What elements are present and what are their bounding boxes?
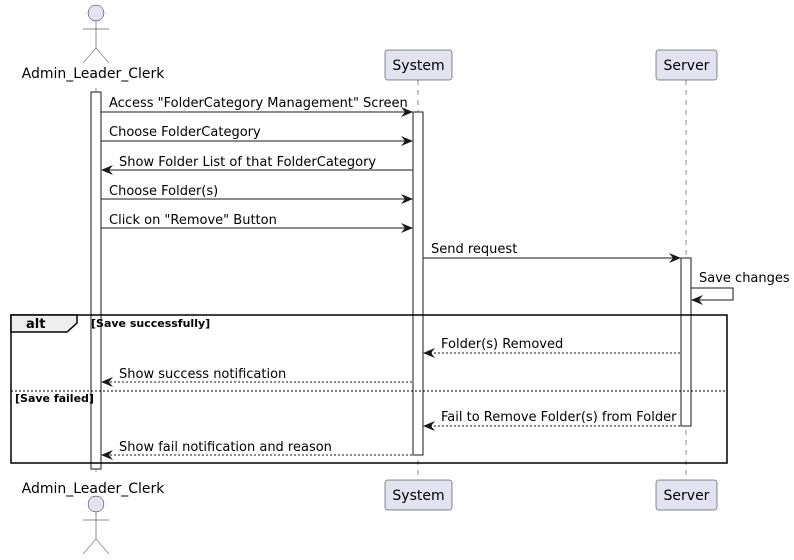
message-label: Send request bbox=[431, 242, 517, 257]
server-top: Server bbox=[655, 49, 718, 81]
actor-bottom-label: Admin_Leader_Clerk bbox=[22, 481, 166, 497]
alt-keyword: alt bbox=[26, 317, 45, 332]
message-folders-removed: Folder(s) Removed bbox=[423, 337, 680, 358]
server-bottom: Server bbox=[655, 479, 718, 511]
message-label: Save changes bbox=[699, 271, 790, 286]
message-label: Choose Folder(s) bbox=[109, 184, 218, 199]
alt-guard-success: [Save successfully] bbox=[91, 317, 210, 330]
system-bottom: System bbox=[384, 479, 453, 511]
actor-bottom: Admin_Leader_Clerk bbox=[22, 481, 166, 555]
message-click-remove: Click on "Remove" Button bbox=[101, 213, 413, 233]
message-label: Choose FolderCategory bbox=[109, 125, 261, 140]
system-top: System bbox=[384, 49, 453, 81]
actor-head-icon bbox=[87, 4, 105, 22]
alt-frame-tab bbox=[10, 314, 78, 333]
actor-top: Admin_Leader_Clerk bbox=[22, 4, 166, 82]
system-bottom-label: System bbox=[392, 488, 444, 504]
server-top-label: Server bbox=[664, 58, 710, 74]
actor-top-label: Admin_Leader_Clerk bbox=[22, 66, 166, 82]
system-top-label: System bbox=[392, 58, 444, 74]
message-label: Show fail notification and reason bbox=[119, 440, 332, 455]
message-access-screen: Access "FolderCategory Management" Scree… bbox=[101, 96, 413, 117]
message-choose-folders: Choose Folder(s) bbox=[101, 184, 413, 204]
message-save-changes: Save changes bbox=[691, 271, 790, 305]
system-activation bbox=[412, 111, 424, 456]
message-label: Folder(s) Removed bbox=[441, 337, 563, 352]
alt-frame: alt [Save successfully] [Save failed] bbox=[10, 314, 728, 464]
message-fail-notification: Show fail notification and reason bbox=[101, 440, 412, 460]
message-fail-remove: Fail to Remove Folder(s) from Folder bbox=[423, 410, 680, 431]
alt-frame-border bbox=[10, 314, 728, 464]
message-show-folder-list: Show Folder List of that FolderCategory bbox=[101, 155, 413, 175]
message-label: Fail to Remove Folder(s) from Folder bbox=[441, 410, 677, 425]
message-label: Show success notification bbox=[119, 367, 286, 382]
message-send-request: Send request bbox=[423, 242, 681, 263]
message-label: Click on "Remove" Button bbox=[109, 213, 277, 228]
message-choose-category: Choose FolderCategory bbox=[101, 125, 413, 146]
alt-guard-failed: [Save failed] bbox=[15, 392, 94, 405]
message-label: Access "FolderCategory Management" Scree… bbox=[109, 96, 408, 111]
server-bottom-label: Server bbox=[664, 488, 710, 504]
actor-head-icon bbox=[87, 495, 105, 513]
server-activation bbox=[680, 257, 692, 427]
message-label: Show Folder List of that FolderCategory bbox=[119, 155, 376, 170]
message-success-notification: Show success notification bbox=[101, 367, 412, 387]
actor-activation bbox=[90, 91, 102, 470]
